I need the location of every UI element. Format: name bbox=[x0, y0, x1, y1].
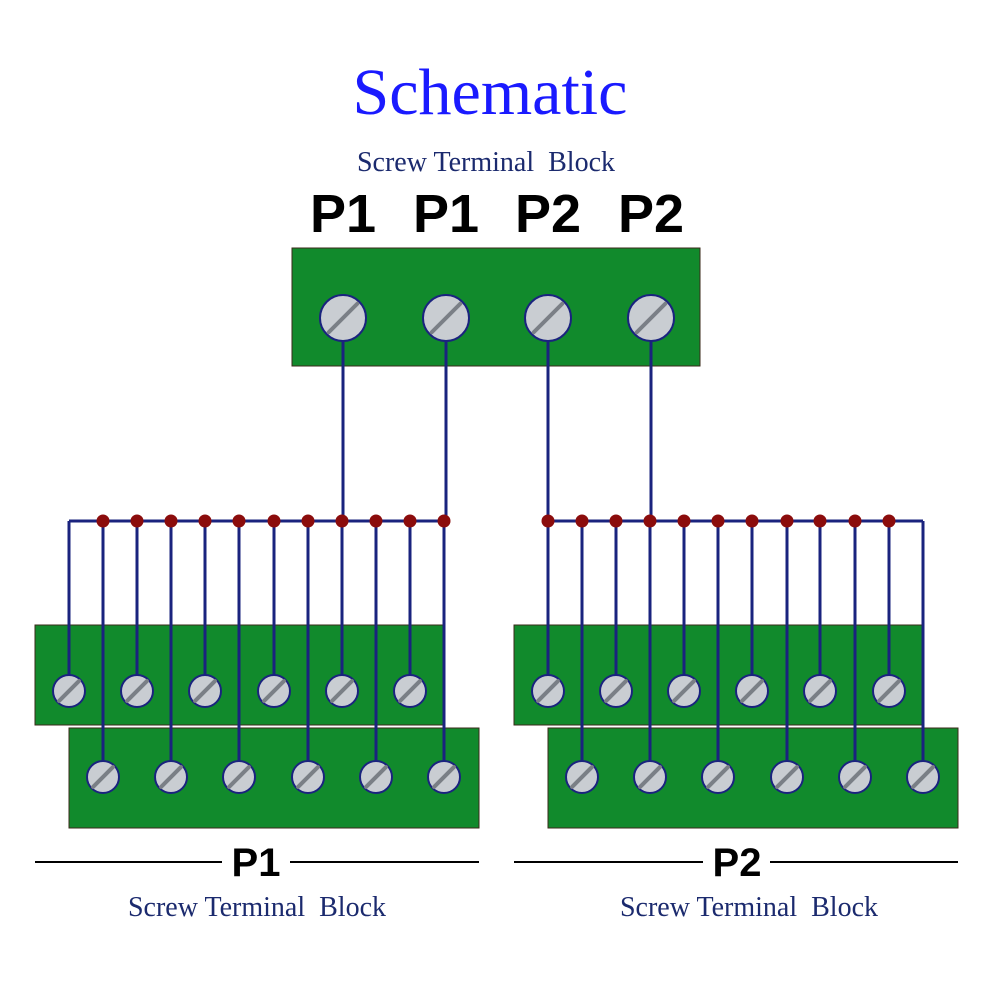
junction-node-icon bbox=[369, 514, 383, 528]
p2-group-caption: Screw Terminal Block bbox=[620, 892, 878, 923]
junction-node-icon bbox=[813, 514, 827, 528]
junction-node-icon bbox=[541, 514, 555, 528]
junction-node-icon bbox=[232, 514, 246, 528]
p1-front-terminal-block bbox=[68, 727, 480, 829]
screw-terminal-icon bbox=[325, 674, 359, 708]
diagram-title: Schematic bbox=[353, 56, 628, 129]
screw-terminal-icon bbox=[838, 760, 872, 794]
screw-terminal-icon bbox=[359, 760, 393, 794]
screw-terminal-icon bbox=[154, 760, 188, 794]
screw-terminal-icon bbox=[735, 674, 769, 708]
screw-terminal-icon bbox=[319, 294, 367, 342]
screw-terminal-icon bbox=[291, 760, 325, 794]
junction-node-icon bbox=[130, 514, 144, 528]
junction-node-icon bbox=[609, 514, 623, 528]
junction-node-icon bbox=[267, 514, 281, 528]
screw-terminal-icon bbox=[906, 760, 940, 794]
junction-node-icon bbox=[96, 514, 110, 528]
junction-node-icon bbox=[301, 514, 315, 528]
p2-front-terminal-block bbox=[547, 727, 959, 829]
junction-node-icon bbox=[848, 514, 862, 528]
junction-node-icon bbox=[780, 514, 794, 528]
junction-node-icon bbox=[164, 514, 178, 528]
screw-terminal-icon bbox=[86, 760, 120, 794]
p1-group-label: P1 bbox=[232, 841, 281, 885]
screw-terminal-icon bbox=[770, 760, 804, 794]
screw-terminal-icon bbox=[565, 760, 599, 794]
junction-node-icon bbox=[403, 514, 417, 528]
screw-terminal-icon bbox=[599, 674, 633, 708]
screw-terminal-icon bbox=[627, 294, 675, 342]
screw-terminal-icon bbox=[257, 674, 291, 708]
screw-terminal-icon bbox=[531, 674, 565, 708]
node-layer bbox=[96, 514, 896, 528]
p2-group-label: P2 bbox=[713, 841, 762, 885]
junction-node-icon bbox=[677, 514, 691, 528]
screw-terminal-icon bbox=[803, 674, 837, 708]
screw-terminal-icon bbox=[667, 674, 701, 708]
screw-terminal-icon bbox=[393, 674, 427, 708]
wire-layer bbox=[67, 318, 925, 777]
junction-node-icon bbox=[335, 514, 349, 528]
screw-layer bbox=[52, 294, 940, 794]
junction-node-icon bbox=[745, 514, 759, 528]
screw-terminal-icon bbox=[422, 294, 470, 342]
top-pin-label-1: P1 bbox=[310, 184, 376, 244]
screw-terminal-icon bbox=[524, 294, 572, 342]
screw-terminal-icon bbox=[633, 760, 667, 794]
screw-terminal-icon bbox=[222, 760, 256, 794]
top-pin-label-3: P2 bbox=[515, 184, 581, 244]
junction-node-icon bbox=[882, 514, 896, 528]
screw-terminal-icon bbox=[52, 674, 86, 708]
screw-terminal-icon bbox=[427, 760, 461, 794]
screw-terminal-icon bbox=[188, 674, 222, 708]
junction-node-icon bbox=[437, 514, 451, 528]
screw-terminal-icon bbox=[701, 760, 735, 794]
top-pin-label-4: P2 bbox=[618, 184, 684, 244]
junction-node-icon bbox=[575, 514, 589, 528]
top-block-caption: Screw Terminal Block bbox=[357, 147, 615, 178]
junction-node-icon bbox=[198, 514, 212, 528]
junction-node-icon bbox=[643, 514, 657, 528]
screw-terminal-icon bbox=[872, 674, 906, 708]
screw-terminal-icon bbox=[120, 674, 154, 708]
p1-group-caption: Screw Terminal Block bbox=[128, 892, 386, 923]
top-pin-label-2: P1 bbox=[413, 184, 479, 244]
junction-node-icon bbox=[711, 514, 725, 528]
